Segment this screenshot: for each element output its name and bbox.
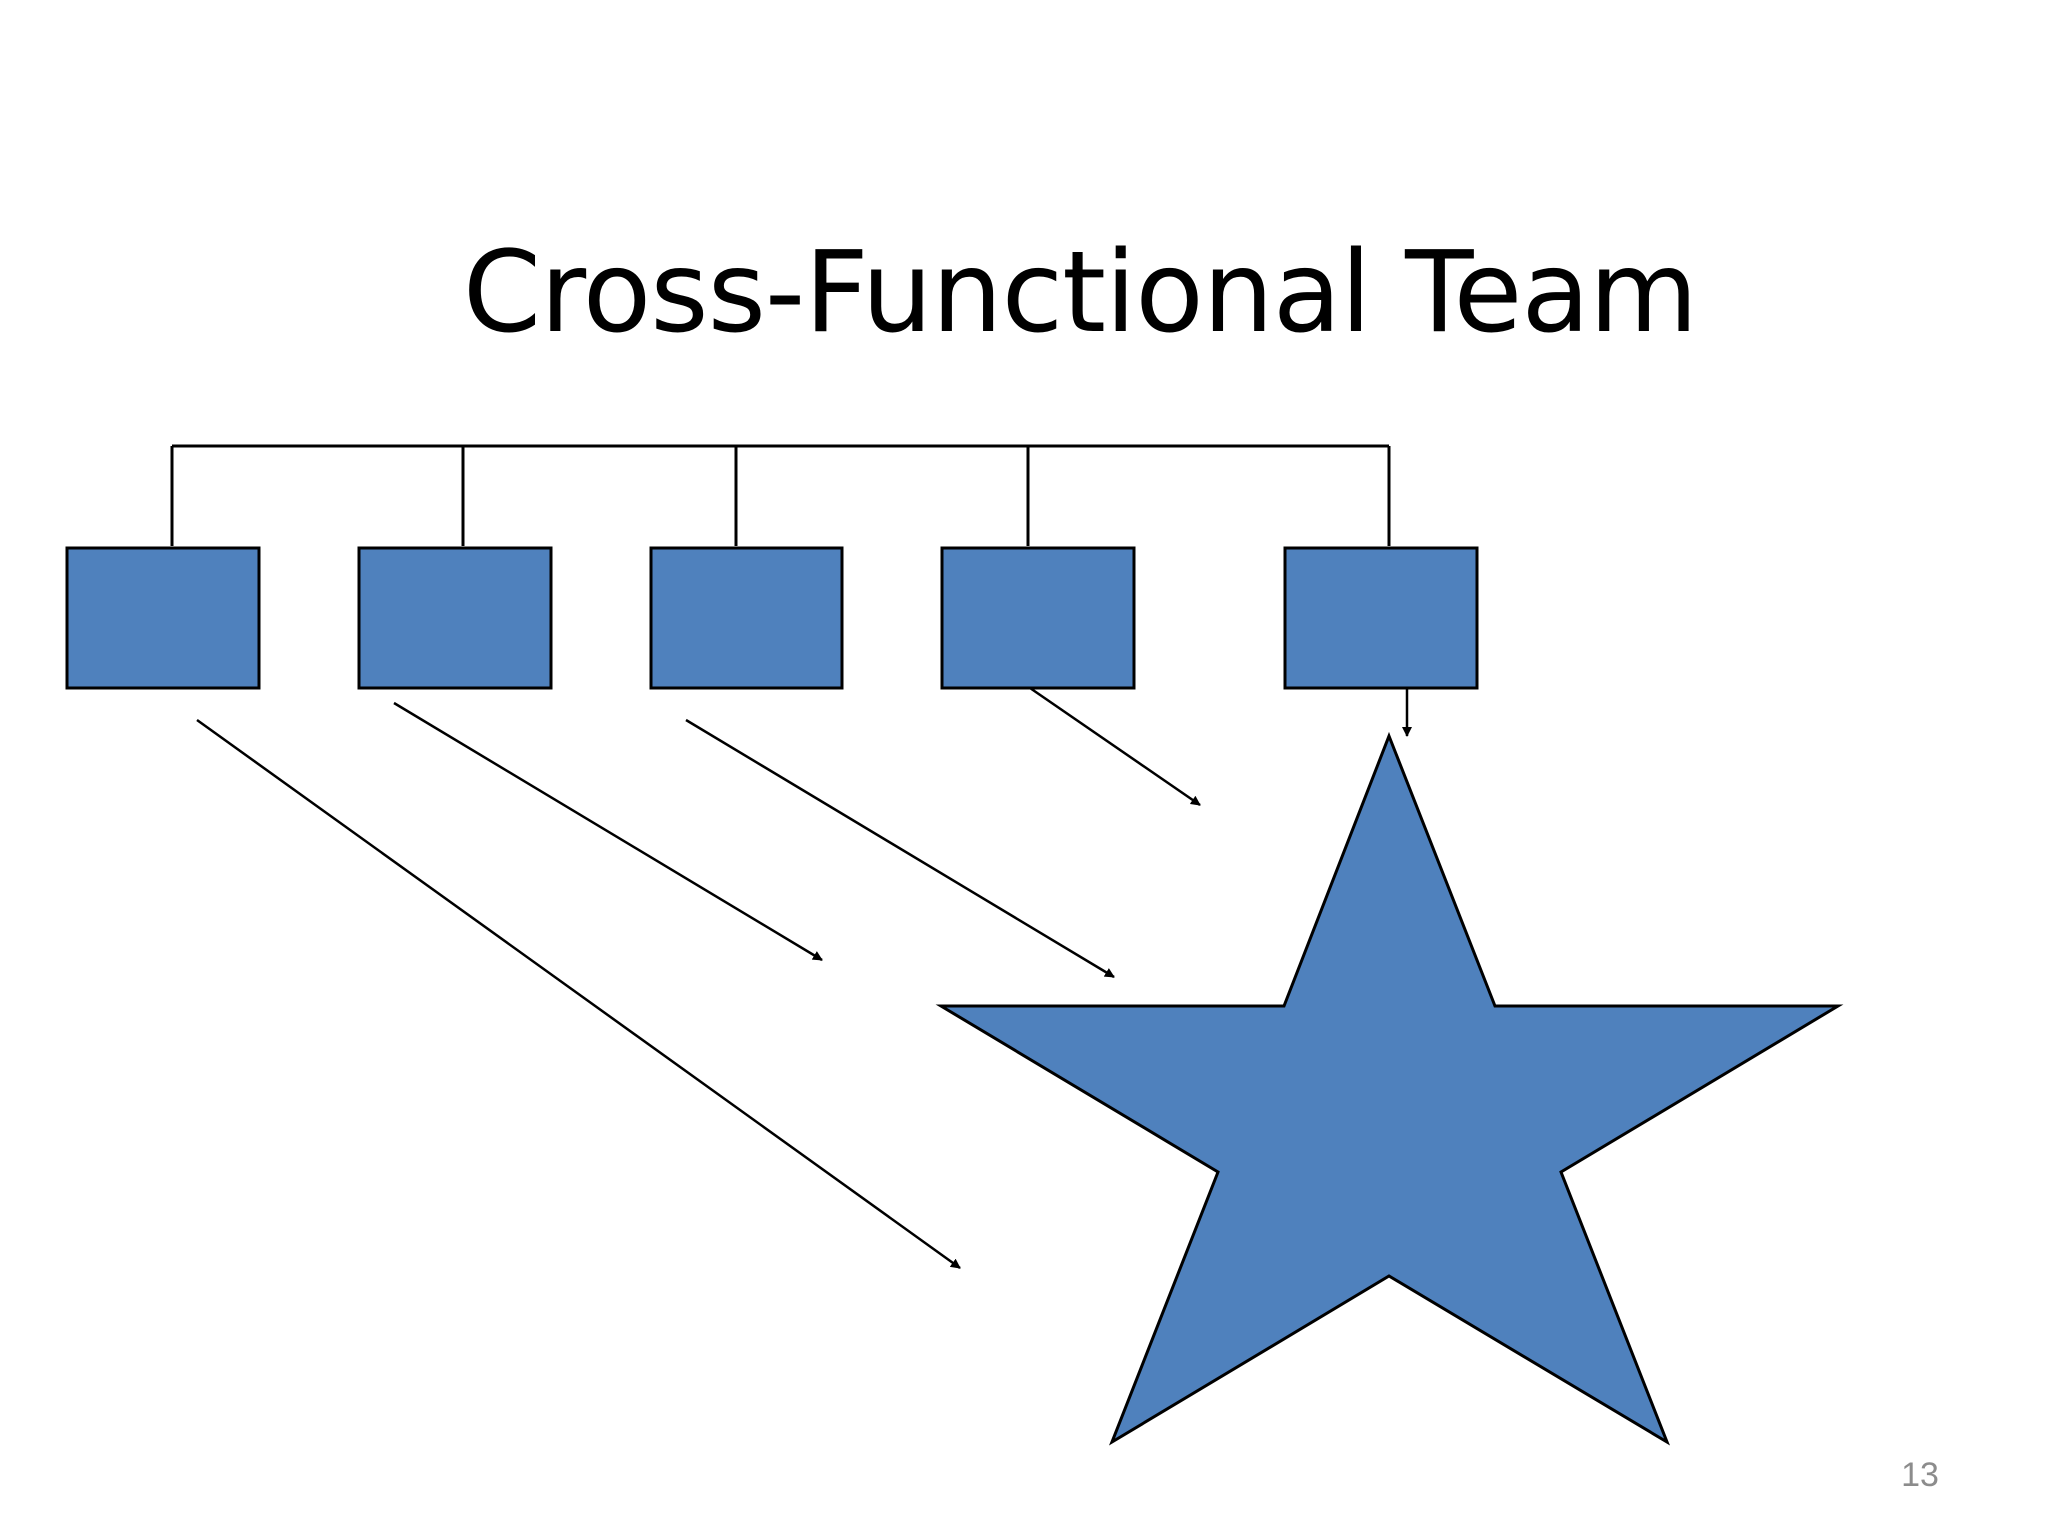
connector-bus <box>170 444 1391 546</box>
department-boxes <box>65 546 1479 690</box>
arrow-2 <box>393 701 823 962</box>
arrow-4 <box>1029 686 1201 807</box>
arrow-3 <box>685 718 1115 979</box>
department-box-4 <box>940 546 1136 690</box>
page-number: 13 <box>1901 1456 1939 1494</box>
department-box-2 <box>357 546 553 690</box>
slide-title: Cross-Functional Team <box>462 228 1698 358</box>
department-box-3 <box>649 546 844 690</box>
department-box-1 <box>65 546 261 690</box>
department-box-5 <box>1283 546 1479 690</box>
team-star <box>935 731 1844 1446</box>
arrows <box>196 686 1412 1270</box>
arrow-1 <box>196 718 961 1270</box>
